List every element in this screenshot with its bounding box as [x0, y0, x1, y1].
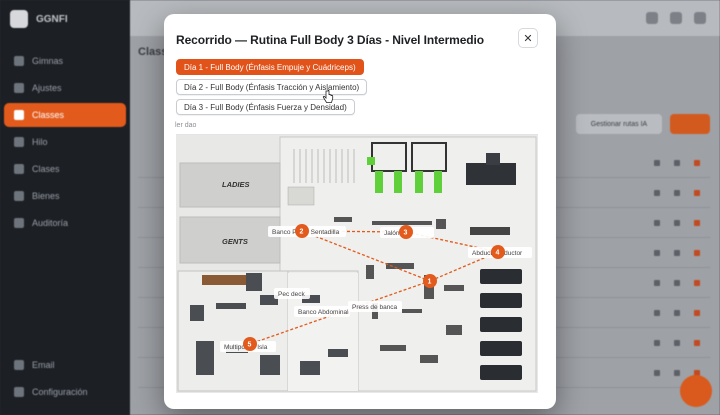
- brand: GGNFI: [0, 10, 130, 46]
- edit-icon[interactable]: [654, 309, 660, 316]
- sidebar-item-bienes[interactable]: Bienes: [4, 184, 126, 208]
- equipment-labels: Pec deck Banco Abdominal: [274, 288, 350, 317]
- route-stop-4[interactable]: Abductor/Aductor 4: [468, 245, 532, 259]
- edit-icon[interactable]: [674, 159, 680, 166]
- gym-floor-map: LADIES GENTS: [176, 134, 538, 393]
- gym-icon: [14, 56, 24, 66]
- stop-5-number: 5: [248, 342, 252, 349]
- day-2-tab[interactable]: Día 2 - Full Body (Énfasis Tracción y Ai…: [176, 79, 368, 95]
- sidebar-item-auditoria[interactable]: Auditoría: [4, 211, 126, 235]
- notification-icon[interactable]: [646, 12, 658, 24]
- edit-icon[interactable]: [654, 249, 660, 256]
- edit-icon[interactable]: [674, 249, 680, 256]
- route-stop-2[interactable]: Banco Plano Sentadilla 2: [268, 224, 346, 238]
- stop-1-label: Press de banca: [352, 304, 398, 311]
- edit-icon[interactable]: [654, 369, 660, 376]
- sidebar: GGNFI Gimnas Ajustes Classes Hilo Clases…: [0, 0, 130, 415]
- sidebar-item-label: Auditoría: [32, 218, 69, 228]
- edit-icon[interactable]: [674, 309, 680, 316]
- classes-icon: [14, 110, 24, 120]
- sidebar-item-label: Classes: [32, 110, 65, 120]
- gym-map-svg: LADIES GENTS: [176, 135, 538, 393]
- sidebar-item-hilo[interactable]: Hilo: [4, 130, 126, 154]
- sidebar-item-clases[interactable]: Clases: [4, 157, 126, 181]
- delete-icon[interactable]: [694, 279, 700, 286]
- edit-icon[interactable]: [654, 339, 660, 346]
- sidebar-item-label: Bienes: [32, 191, 60, 201]
- gear-icon: [14, 387, 24, 397]
- stop-2-number: 2: [300, 229, 304, 236]
- brand-logo-icon: [10, 10, 28, 28]
- sidebar-item-label: Email: [32, 360, 55, 370]
- edit-icon[interactable]: [674, 189, 680, 196]
- brand-name: GGNFI: [36, 13, 68, 25]
- edit-icon[interactable]: [674, 279, 680, 286]
- delete-icon[interactable]: [694, 339, 700, 346]
- stop-3-number: 3: [404, 230, 408, 237]
- banco-abdominal-label: Banco Abdominal: [298, 309, 349, 316]
- delete-icon[interactable]: [694, 249, 700, 256]
- settings-icon: [14, 83, 24, 93]
- sidebar-item-label: Configuración: [32, 387, 88, 397]
- manage-routes-button[interactable]: Gestionar rutas IA: [576, 114, 662, 134]
- stop-3-label: Jalón Alto: [384, 230, 413, 237]
- help-icon[interactable]: [670, 12, 682, 24]
- sidebar-item-email[interactable]: Email: [4, 353, 126, 377]
- hand-cursor-icon: [322, 90, 334, 103]
- audit-icon: [14, 218, 24, 228]
- chat-fab-button[interactable]: [680, 375, 712, 407]
- day-3-tab[interactable]: Día 3 - Full Body (Énfasis Fuerza y Dens…: [176, 99, 355, 115]
- sidebar-item-ajustes[interactable]: Ajustes: [4, 76, 126, 100]
- mail-icon: [14, 360, 24, 370]
- add-button[interactable]: [670, 114, 710, 134]
- calendar-icon: [14, 164, 24, 174]
- sidebar-item-gimnas[interactable]: Gimnas: [4, 49, 126, 73]
- route-stop-3[interactable]: Jalón Alto 3: [380, 225, 434, 239]
- close-icon: ✕: [523, 32, 533, 45]
- sidebar-item-configuracion[interactable]: Configuración: [4, 380, 126, 404]
- edit-icon[interactable]: [674, 339, 680, 346]
- delete-icon[interactable]: [694, 159, 700, 166]
- delete-icon[interactable]: [694, 369, 700, 376]
- treadmills: [480, 269, 522, 380]
- thread-icon: [14, 137, 24, 147]
- avatar[interactable]: [694, 12, 706, 24]
- route-stop-5[interactable]: Multipower Isla 5: [220, 337, 276, 352]
- edit-icon[interactable]: [674, 219, 680, 226]
- delete-icon[interactable]: [694, 219, 700, 226]
- sidebar-item-label: Hilo: [32, 137, 48, 147]
- sidebar-item-label: Ajustes: [32, 83, 62, 93]
- power-racks: [367, 142, 447, 193]
- edit-icon[interactable]: [654, 189, 660, 196]
- sidebar-item-label: Gimnas: [32, 56, 64, 66]
- day-1-tab[interactable]: Día 1 - Full Body (Énfasis Empuje y Cuád…: [176, 59, 364, 75]
- edit-icon[interactable]: [674, 369, 680, 376]
- delete-icon[interactable]: [694, 309, 700, 316]
- sidebar-item-classes[interactable]: Classes: [4, 103, 126, 127]
- box-icon: [14, 191, 24, 201]
- stop-4-number: 4: [496, 250, 500, 257]
- delete-icon[interactable]: [694, 189, 700, 196]
- edit-icon[interactable]: [654, 219, 660, 226]
- route-stop-1[interactable]: Press de banca 1: [348, 274, 437, 312]
- close-button[interactable]: ✕: [518, 28, 538, 48]
- modal-title: Recorrido — Rutina Full Body 3 Días - Ni…: [176, 33, 484, 47]
- route-modal: Recorrido — Rutina Full Body 3 Días - Ni…: [164, 14, 556, 409]
- page-toolbar: Gestionar rutas IA: [576, 114, 710, 134]
- zone-gents-label: GENTS: [222, 237, 248, 246]
- edit-icon[interactable]: [654, 159, 660, 166]
- edit-icon[interactable]: [654, 279, 660, 286]
- route-day-label: ler dao: [175, 122, 197, 129]
- pec-deck-label: Pec deck: [278, 291, 305, 298]
- zone-ladies-label: LADIES: [222, 180, 250, 189]
- sidebar-item-label: Clases: [32, 164, 60, 174]
- stop-1-number: 1: [428, 279, 432, 286]
